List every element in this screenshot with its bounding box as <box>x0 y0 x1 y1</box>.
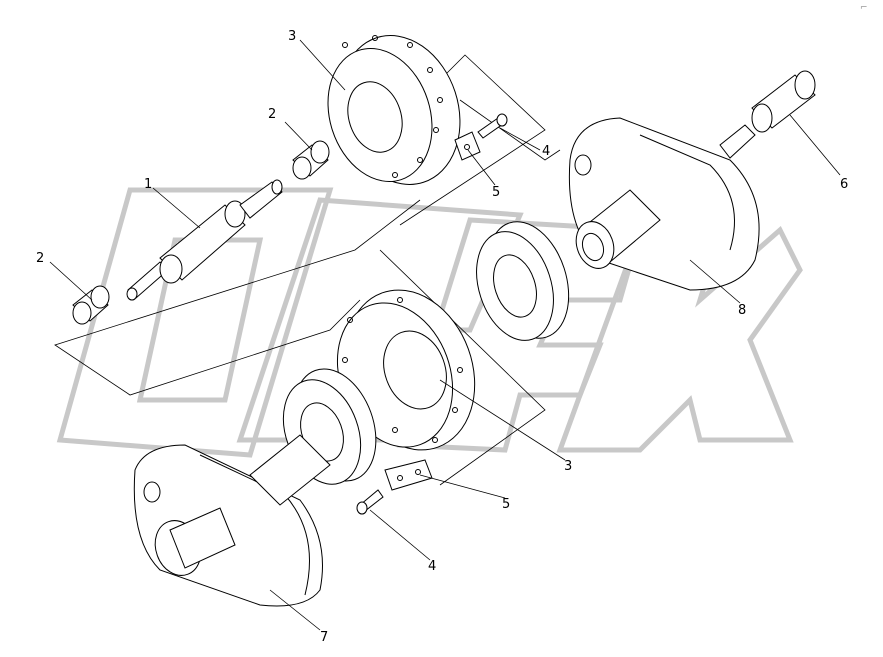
bushing-part-2-lower <box>72 285 110 325</box>
bolt-part-4-upper <box>477 113 508 139</box>
callout-labels: 1 2 2 3 3 4 4 5 5 6 7 8 <box>36 29 848 645</box>
callout-5-upper: 5 <box>492 185 500 200</box>
crank-part-8 <box>568 117 760 291</box>
upper-frame-line-2 <box>459 99 561 161</box>
bolt-part-4-lower <box>356 489 384 515</box>
callout-4-upper: 4 <box>542 144 550 159</box>
callout-4-lower: 4 <box>428 559 436 574</box>
callout-2-lower: 2 <box>36 251 44 266</box>
callout-3-upper: 3 <box>288 29 296 44</box>
callout-1: 1 <box>144 177 152 192</box>
shaft-part-1 <box>126 179 283 301</box>
lock-plate-part-5-upper <box>454 131 481 161</box>
bearing-upper <box>476 221 570 341</box>
callout-2-upper: 2 <box>268 107 276 122</box>
bushing-part-2-upper <box>292 140 330 180</box>
lock-plate-part-5-lower <box>384 459 433 491</box>
callout-8: 8 <box>738 303 746 318</box>
corner-mark: ⌐ <box>860 3 868 13</box>
upper-frame-line <box>399 54 546 226</box>
lower-frame-line <box>54 199 421 396</box>
callout-6: 6 <box>840 177 848 192</box>
callout-5-lower: 5 <box>502 497 510 512</box>
leader-lines <box>49 39 841 631</box>
sleeve-part-6 <box>751 70 816 133</box>
crank-part-7 <box>133 434 331 607</box>
flange-housing-part-3-upper <box>327 35 461 185</box>
callout-3-lower: 3 <box>564 459 572 474</box>
callout-7: 7 <box>320 630 328 645</box>
